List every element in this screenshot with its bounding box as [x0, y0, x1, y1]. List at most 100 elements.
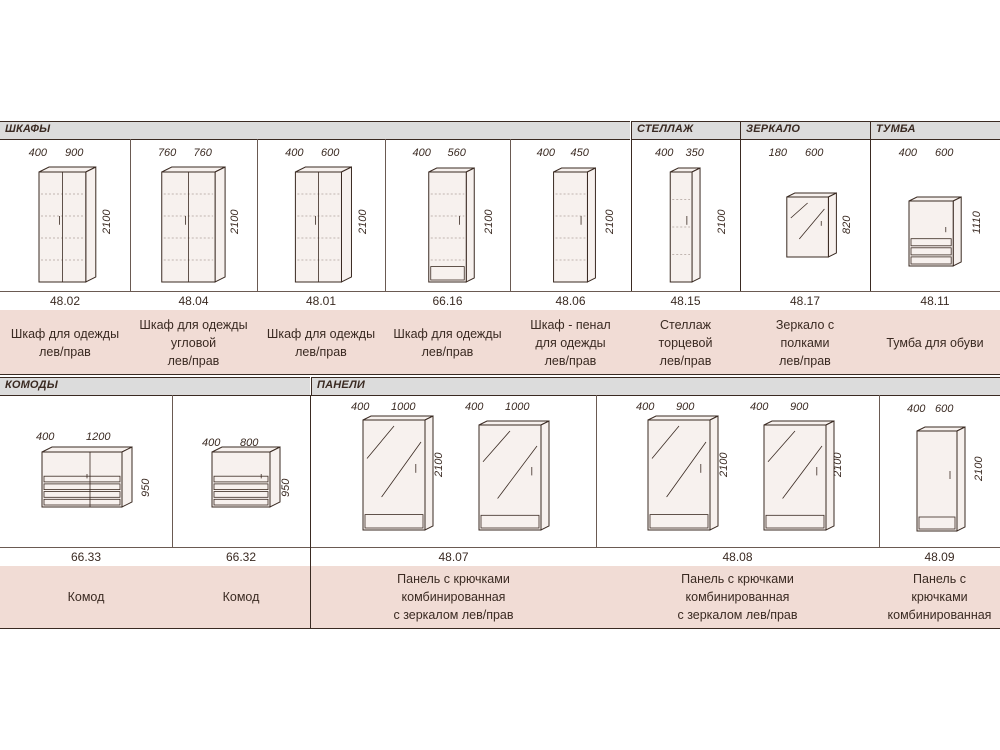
cabinet-front [41, 451, 123, 508]
cabinet-side [540, 420, 550, 531]
section-header-tumba: ТУМБА [870, 121, 1000, 140]
product-description: Панель с крючками комбинированная с зерк… [596, 566, 879, 628]
dimension-height-2: 2100 [832, 452, 844, 477]
cabinet-drawer [430, 266, 465, 281]
product-description-text: Шкаф для одежды лев/прав [10, 326, 120, 359]
product-drawing [669, 167, 701, 283]
mirror-glare [767, 430, 796, 463]
dimension-width: 400 [898, 147, 917, 159]
dimension-width: 400 [636, 401, 655, 413]
cabinet-drawer [213, 491, 269, 498]
product-drawing [41, 446, 133, 508]
product-description-text: Зеркало с полками лев/прав [775, 317, 835, 368]
product-description-text: Панель с крючками комбинированная с зерк… [677, 572, 798, 622]
product-description-text: Тумба для обуви [886, 335, 984, 350]
section-title: КОМОДЫ [5, 379, 58, 391]
article-code: 48.08 [596, 547, 879, 567]
dimension-width: 400 [28, 147, 47, 159]
dimension-depth: 1200 [86, 431, 111, 443]
cabinet-drawer [918, 516, 956, 530]
dimension-width: 760 [157, 147, 177, 159]
cabinet-side [424, 415, 434, 531]
cabinet-drawer [213, 475, 269, 483]
product-description-text: Шкаф для одежды лев/прав [266, 326, 376, 359]
article-code: 48.17 [740, 291, 870, 311]
mirror-glare [482, 430, 511, 463]
cabinet-front [908, 200, 954, 267]
article-code: 48.11 [870, 291, 1000, 311]
product-drawing [38, 166, 97, 283]
dimension-width: 400 [536, 147, 555, 159]
product-drawing [161, 166, 226, 283]
mirror-glare [666, 441, 707, 498]
product-drawing [362, 415, 550, 531]
cabinet-drawer [213, 483, 269, 491]
product-description: Комод [0, 566, 172, 628]
product-drawing [294, 166, 352, 283]
product-drawing [553, 167, 596, 283]
article-code: 48.07 [311, 547, 596, 567]
product-description: Шкаф - пенал для одежды лев/прав [510, 310, 631, 375]
article-code: 66.32 [172, 547, 310, 567]
cabinet-drawer [43, 483, 121, 491]
dimension-width: 400 [351, 401, 370, 413]
cabinet-drawer [213, 498, 269, 506]
dimension-width: 400 [285, 147, 304, 159]
row2-bottom-border [0, 628, 1000, 629]
article-code: 66.16 [385, 291, 510, 311]
dimension-depth: 600 [935, 147, 954, 159]
cabinet-front [647, 419, 711, 531]
dimension-depth: 900 [65, 147, 84, 159]
dimension-width: 400 [907, 403, 926, 415]
dimension-depth: 560 [447, 147, 466, 159]
cabinet-drawer [910, 238, 952, 247]
dimension-width: 400 [412, 147, 431, 159]
product-description-text: Комод [222, 590, 260, 604]
product-description: Шкаф для одежды лев/прав [0, 310, 130, 375]
product-description-text: Панель с крючками комбинированная с зерк… [393, 572, 514, 622]
cabinet-front [916, 430, 958, 532]
cabinet-side [952, 196, 962, 267]
product-description-text: Панель с крючками комбинированная [887, 572, 992, 622]
cabinet-side [214, 166, 226, 283]
product-description: Панель с крючками комбинированная [879, 566, 1000, 628]
product-drawing [786, 192, 837, 258]
cabinet-top [763, 420, 835, 426]
dimension-depth: 600 [321, 147, 340, 159]
dimension-height: 2100 [718, 452, 730, 477]
product-drawing [211, 446, 281, 508]
section-title: ЗЕРКАЛО [746, 123, 801, 135]
mirror-glare [790, 202, 808, 219]
dimension-depth: 600 [805, 147, 824, 159]
product-description: Панель с крючками комбинированная с зерк… [311, 566, 596, 628]
cabinet-side [85, 166, 97, 283]
dimension-depth: 1000 [391, 401, 416, 413]
cabinet-side [827, 192, 837, 258]
product-description-text: Шкаф - пенал для одежды лев/прав [530, 317, 611, 368]
cabinet-drawer [43, 498, 121, 506]
section-header-zerkalo: ЗЕРКАЛО [740, 121, 870, 140]
dimension-height: 950 [140, 478, 152, 497]
section-header-paneli: ПАНЕЛИ [311, 377, 1000, 396]
cabinet-drawer [910, 256, 952, 265]
article-code: 48.09 [879, 547, 1000, 567]
dimension-width-2: 400 [750, 401, 769, 413]
cabinet-drawer [43, 475, 121, 483]
cabinet-top [41, 446, 133, 453]
product-drawing [428, 167, 475, 283]
article-code: 48.04 [130, 291, 257, 311]
dimension-width: 400 [654, 147, 674, 159]
product-description: Шкаф для одежды лев/прав [257, 310, 385, 375]
section-header-komody: КОМОДЫ [0, 377, 310, 396]
cabinet-drawer [364, 514, 424, 529]
product-description: Зеркало с полками лев/прав [740, 310, 870, 375]
cabinet-top [647, 415, 719, 421]
cabinet-top [362, 415, 434, 421]
